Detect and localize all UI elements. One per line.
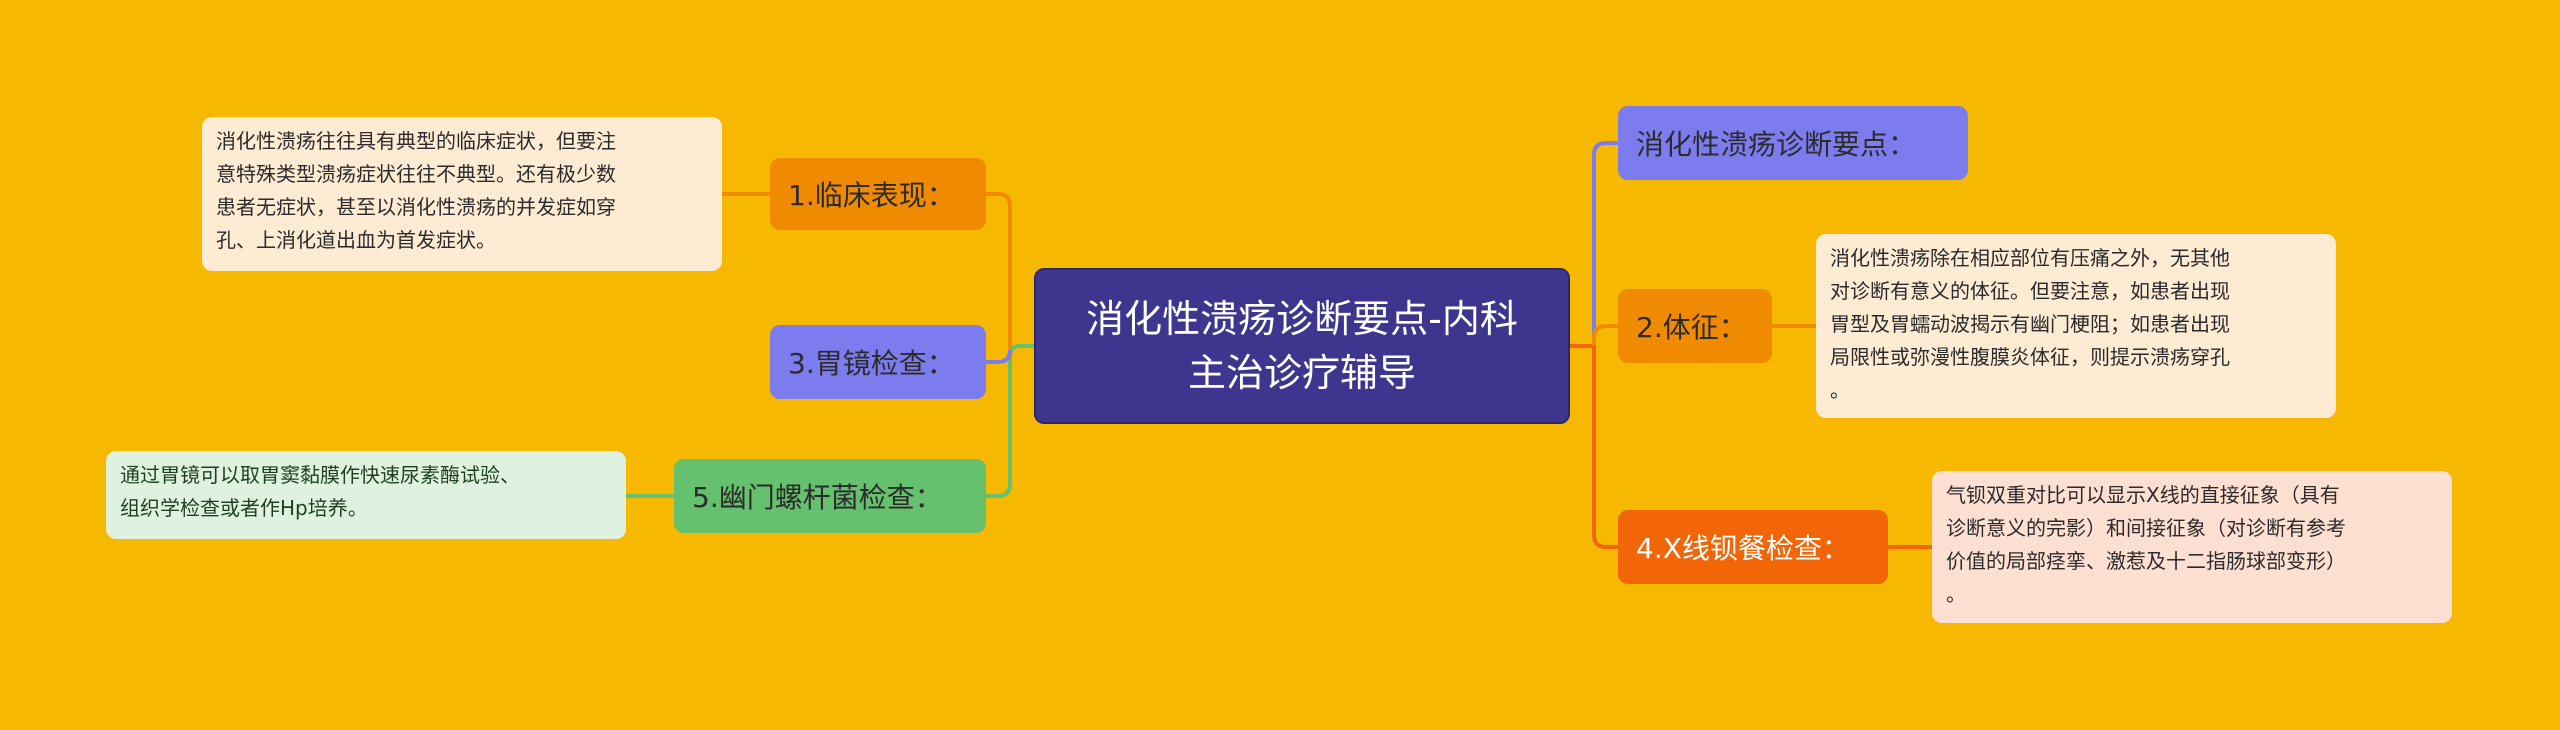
leaf-text-line: 消化性溃疡除在相应部位有压痛之外，无其他 [1830, 246, 2230, 270]
root-topic-node[interactable]: 消化性溃疡诊断要点-内科 主治诊疗辅导 [1034, 268, 1570, 424]
leaf-text-line: 对诊断有意义的体征。但要注意，如患者出现 [1830, 279, 2230, 303]
branch-label: 5.幽门螺杆菌检查： [692, 481, 943, 514]
branch-physical-signs[interactable]: 2.体征： [1618, 289, 1772, 363]
branch-gastroscopy[interactable]: 3.胃镜检查： [770, 325, 986, 399]
leaf-text-line: 意特殊类型溃疡症状往往不典型。还有极少数 [216, 162, 616, 186]
leaf-text-line: 诊断意义的完影）和间接征象（对诊断有参考 [1946, 516, 2346, 540]
leaf-physical-signs-detail[interactable]: 消化性溃疡除在相应部位有压痛之外，无其他 对诊断有意义的体征。但要注意，如患者出… [1816, 234, 2336, 418]
branch-clinical-manifestation[interactable]: 1.临床表现： [770, 158, 986, 230]
leaf-text-line: 局限性或弥漫性腹膜炎体征，则提示溃疡穿孔 [1830, 345, 2230, 369]
leaf-text-line: 组织学检查或者作Hp培养。 [120, 496, 368, 520]
leaf-text-line: 胃型及胃蠕动波揭示有幽门梗阻；如患者出现 [1830, 312, 2230, 336]
leaf-text-line: 气钡双重对比可以显示X线的直接征象（具有 [1946, 483, 2340, 507]
leaf-text-line: 通过胃镜可以取胃窦黏膜作快速尿素酶试验、 [120, 463, 520, 487]
leaf-text-line: 。 [1946, 582, 1966, 606]
leaf-helicobacter-detail[interactable]: 通过胃镜可以取胃窦黏膜作快速尿素酶试验、 组织学检查或者作Hp培养。 [106, 451, 626, 539]
branch-label: 2.体征： [1636, 311, 1747, 344]
leaf-text-line: 价值的局部痉挛、激惹及十二指肠球部变形） [1946, 549, 2346, 573]
branch-label: 3.胃镜检查： [788, 347, 955, 380]
leaf-text-line: 孔、上消化道出血为首发症状。 [216, 228, 496, 252]
leaf-xray-barium-detail[interactable]: 气钡双重对比可以显示X线的直接征象（具有 诊断意义的完影）和间接征象（对诊断有参… [1932, 471, 2452, 623]
branch-helicobacter-test[interactable]: 5.幽门螺杆菌检查： [674, 459, 986, 533]
branch-label: 1.临床表现： [788, 179, 955, 212]
branch-label: 4.X线钡餐检查： [1636, 532, 1850, 565]
branch-xray-barium[interactable]: 4.X线钡餐检查： [1618, 510, 1888, 584]
leaf-text-line: 。 [1830, 378, 1850, 402]
branch-diagnosis-points[interactable]: 消化性溃疡诊断要点： [1618, 106, 1968, 180]
leaf-text-line: 患者无症状，甚至以消化性溃疡的并发症如穿 [216, 195, 616, 219]
root-title-line2: 主治诊疗辅导 [1187, 351, 1416, 395]
branch-label: 消化性溃疡诊断要点： [1636, 128, 1917, 161]
leaf-text-line: 消化性溃疡往往具有典型的临床症状，但要注 [216, 129, 616, 153]
root-title-line1: 消化性溃疡诊断要点-内科 [1086, 297, 1518, 341]
leaf-clinical-manifestation-detail[interactable]: 消化性溃疡往往具有典型的临床症状，但要注 意特殊类型溃疡症状往往不典型。还有极少… [202, 117, 722, 271]
